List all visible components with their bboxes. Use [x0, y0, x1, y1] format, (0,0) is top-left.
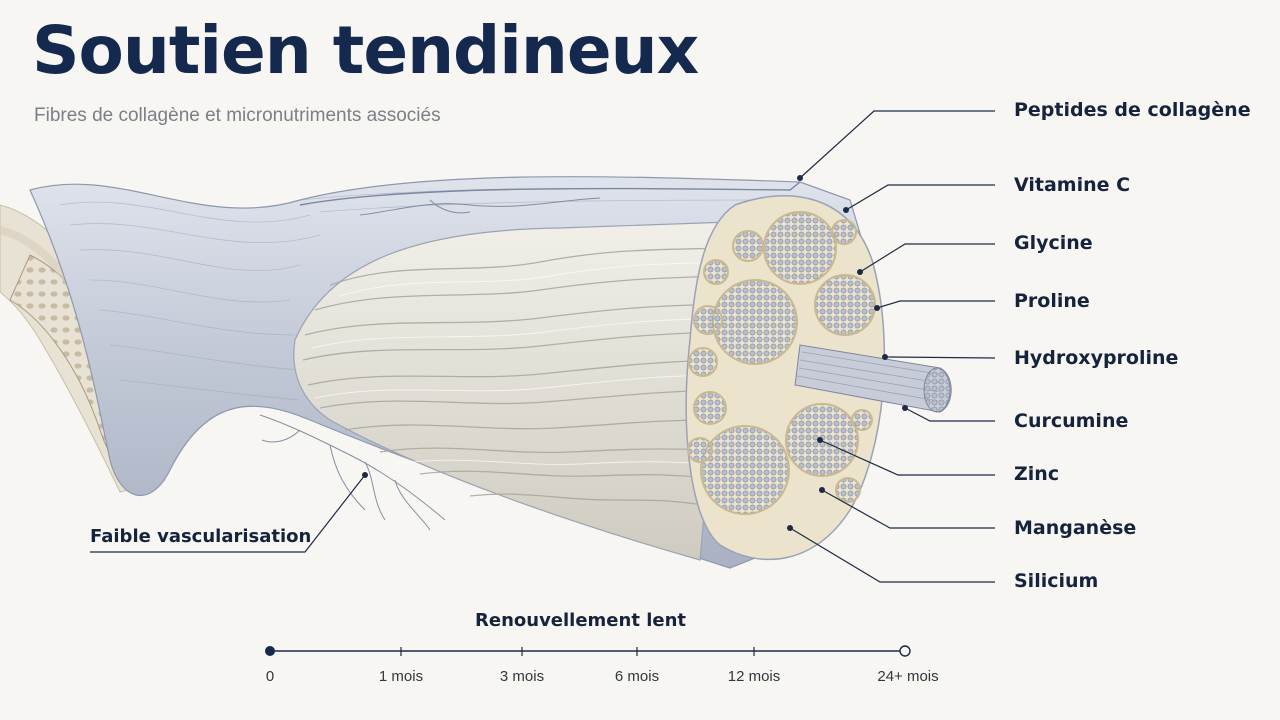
page-title: Soutien tendineux — [32, 12, 699, 89]
leader-dots — [362, 175, 908, 531]
label-glycine: Glycine — [1014, 232, 1093, 254]
timeline-end-marker — [899, 645, 911, 657]
label-zinc: Zinc — [1014, 463, 1060, 485]
label-silicium: Silicium — [1014, 570, 1099, 592]
cross-section — [685, 195, 952, 561]
timeline-tick-label: 6 mois — [614, 668, 660, 685]
label-curcumine: Curcumine — [1014, 410, 1129, 432]
timeline-title: Renouvellement lent — [475, 610, 686, 631]
page-subtitle: Fibres de collagène et micronutriments a… — [34, 105, 441, 126]
blood-vessels — [259, 197, 601, 531]
timeline-tick-label: 24+ mois — [877, 668, 939, 685]
label-peptides-collagene: Peptides de collagène — [1014, 99, 1251, 121]
label-faible-vascularisation: Faible vascularisation — [90, 526, 312, 547]
label-proline: Proline — [1014, 290, 1090, 312]
label-manganese: Manganèse — [1014, 517, 1137, 539]
timeline — [265, 645, 911, 657]
timeline-tick-label: 0 — [265, 668, 275, 685]
timeline-tick-label: 1 mois — [378, 668, 424, 685]
collagen-fibers — [293, 221, 731, 561]
leader-lines — [90, 110, 996, 583]
timeline-tick-label: 12 mois — [727, 668, 781, 685]
label-hydroxyproline: Hydroxyproline — [1014, 347, 1179, 369]
label-vitamine-c: Vitamine C — [1014, 174, 1131, 196]
timeline-start-marker — [265, 646, 275, 656]
timeline-tick-label: 3 mois — [499, 668, 545, 685]
